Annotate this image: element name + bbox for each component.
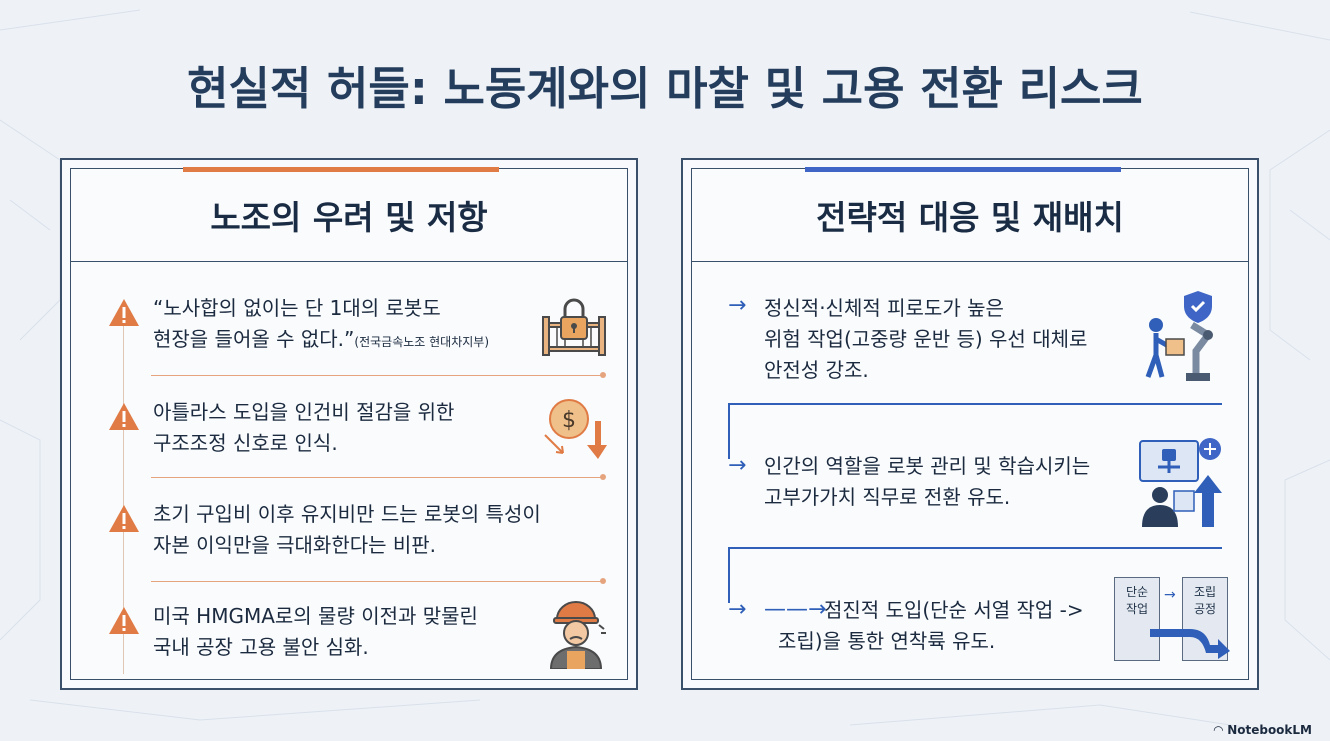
- arrow-right-icon: →: [728, 453, 747, 478]
- strategic-response-panel: 전략적 대응 및 재배치 → 정신적·신체적 피로도가 높은 위험 작업(고중량…: [681, 158, 1259, 690]
- arrow-right-icon: →: [728, 597, 747, 622]
- flow-connector: [728, 403, 730, 459]
- warning-icon: [109, 505, 139, 532]
- panel-heading: 노조의 우려 및 저항: [71, 169, 627, 262]
- worried-worker-icon: [549, 601, 606, 669]
- separator: [151, 578, 606, 584]
- warning-icon: [109, 299, 139, 326]
- page-title: 현실적 허들: 노동계와의 마찰 및 고용 전환 리스크: [187, 62, 1143, 115]
- union-item-2: 아틀라스 도입을 인건비 절감을 위한 구조조정 신호로 인식.: [153, 400, 455, 455]
- dollar-down-icon: $: [544, 399, 607, 459]
- robot-training-icon: [1139, 438, 1222, 527]
- locked-gate-icon: [542, 298, 606, 356]
- robot-arm-safety-icon: [1145, 291, 1214, 381]
- panel-accent-bar: [805, 167, 1121, 172]
- flow-connector: [728, 403, 1222, 405]
- arrow-long-right-icon: ——→: [764, 597, 827, 622]
- strategy-item-2: 인간의 역할을 로봇 관리 및 학습시키는 고부가가치 직무로 전환 유도.: [764, 454, 1091, 509]
- union-item-3: 초기 구입비 이후 유지비만 드는 로봇의 특성이 자본 이익만을 극대화한다는…: [153, 502, 541, 557]
- arrow-right-icon: →: [728, 293, 747, 318]
- union-item-1: “노사합의 없이는 단 1대의 로봇도 현장을 들어올 수 없다.”(전국금속노…: [153, 296, 490, 351]
- warning-icon: [109, 403, 139, 430]
- timeline-line: [123, 314, 124, 674]
- strategy-item-3: 점진적 도입(단순 서열 작업 -> 조립)을 통한 연착륙 유도.: [778, 598, 1084, 653]
- flow-connector: [728, 547, 1222, 549]
- strategy-item-1: 정신적·신체적 피로도가 높은 위험 작업(고중량 운반 등) 우선 대체로 안…: [764, 296, 1088, 382]
- flow-connector: [728, 547, 730, 603]
- brand-footer: ◠ NotebookLM: [1213, 723, 1312, 737]
- union-item-4: 미국 HMGMA로의 물량 이전과 맞물린 국내 공장 고용 불안 심화.: [153, 604, 478, 659]
- union-concerns-panel: 노조의 우려 및 저항 “노사합의 없이는 단 1대의 로봇도 현장을 들어올 …: [60, 158, 638, 690]
- panel-accent-bar: [183, 167, 499, 172]
- svg-text:$: $: [562, 408, 576, 433]
- separator: [151, 372, 606, 378]
- curved-arrow-icon: [1150, 629, 1230, 659]
- arrow-right-icon: →: [1164, 587, 1176, 603]
- separator: [151, 474, 606, 480]
- panel-heading: 전략적 대응 및 재배치: [692, 169, 1248, 262]
- warning-icon: [109, 607, 139, 634]
- notebooklm-logo-icon: ◠: [1213, 723, 1223, 737]
